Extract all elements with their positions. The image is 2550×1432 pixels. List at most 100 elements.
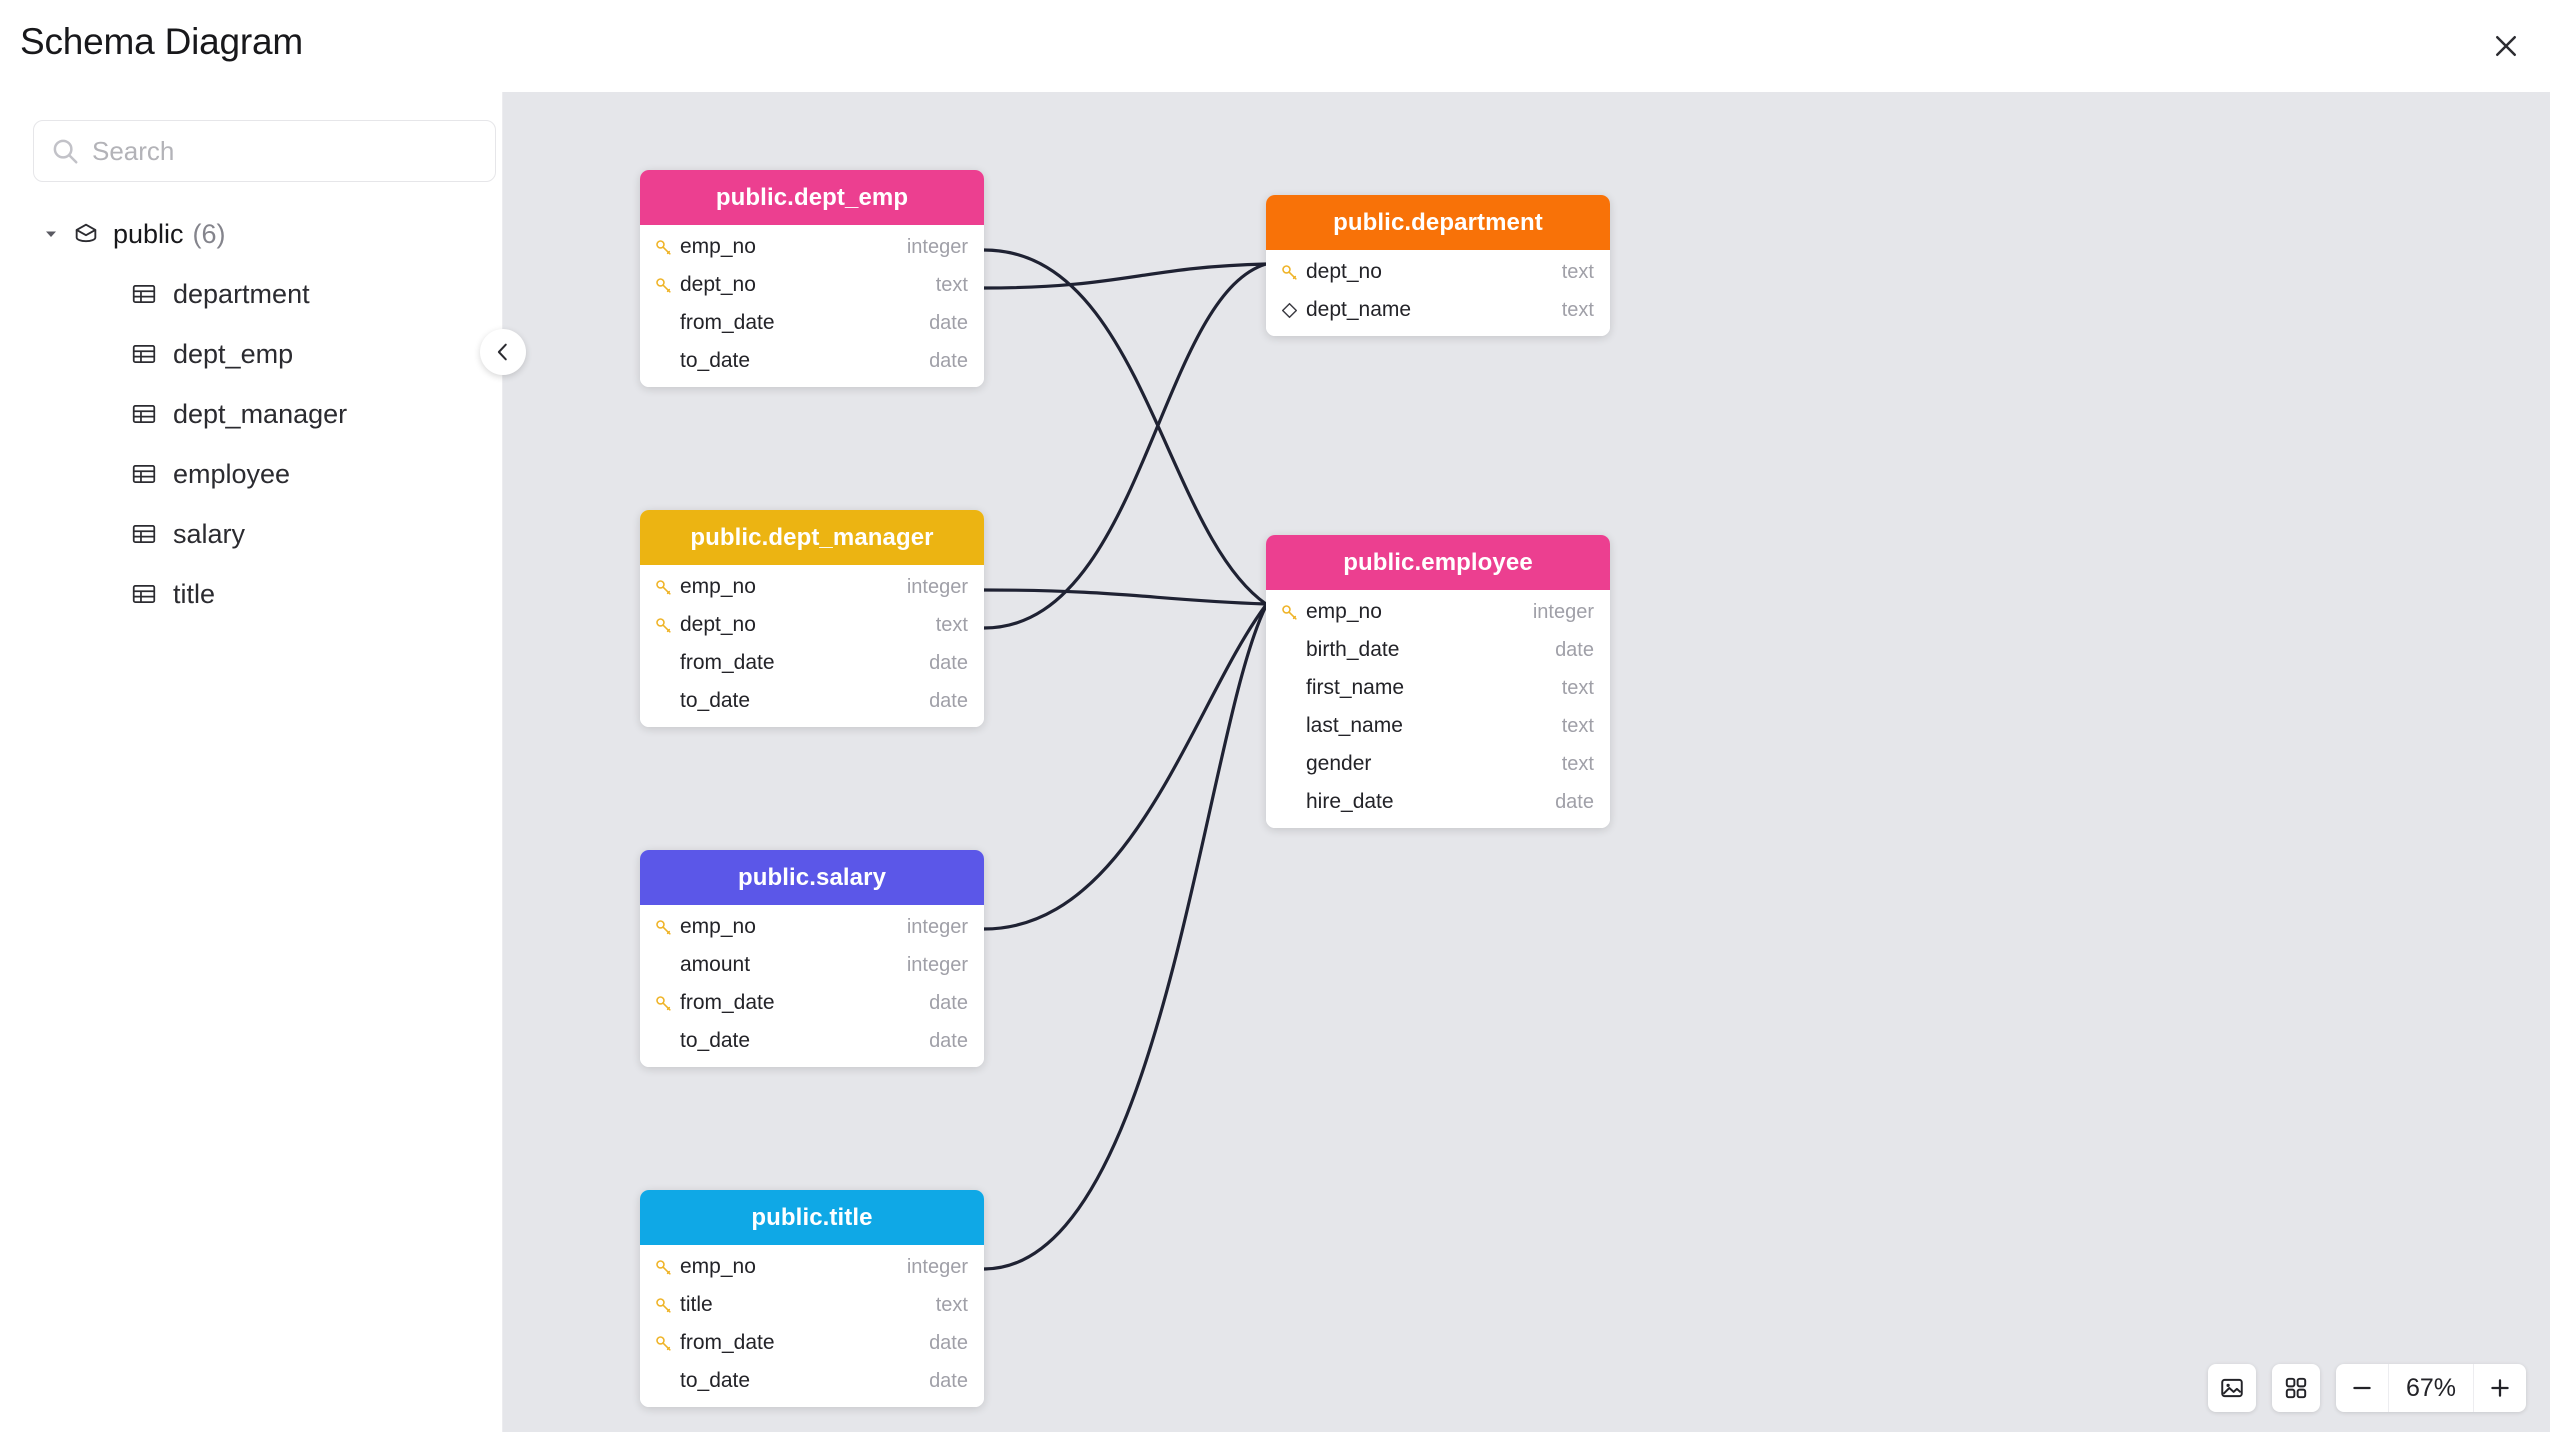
table-node-header[interactable]: public.dept_manager [640, 510, 984, 565]
column-marker [1280, 263, 1306, 282]
tree-item-title[interactable]: title [0, 564, 503, 624]
table-icon [132, 344, 156, 364]
column-row[interactable]: birth_date date [1266, 631, 1610, 669]
column-type: text [1561, 298, 1594, 321]
close-button[interactable] [2482, 22, 2530, 70]
column-type: integer [906, 235, 968, 258]
edge-dept_emp-employee [983, 248, 1267, 606]
table-node-header[interactable]: public.dept_emp [640, 170, 984, 225]
primary-key-icon [656, 1297, 671, 1313]
primary-key-icon [656, 617, 671, 633]
sidebar: public (6) department dept_emp dept_manage… [0, 92, 526, 1432]
caret-down-icon[interactable] [40, 223, 62, 245]
column-type: integer [906, 915, 968, 938]
column-type: date [1555, 638, 1594, 661]
column-marker [1280, 603, 1306, 622]
tree-item-dept_emp[interactable]: dept_emp [0, 324, 503, 384]
column-type: integer [906, 953, 968, 976]
sidebar-collapse-button[interactable] [480, 329, 526, 375]
tree-item-employee[interactable]: employee [0, 444, 503, 504]
column-row[interactable]: dept_name text [1266, 291, 1610, 329]
grid-icon [2285, 1377, 2307, 1399]
zoom-level-label[interactable]: 67% [2388, 1364, 2474, 1412]
column-name: last_name [1306, 714, 1403, 737]
column-name: dept_name [1306, 298, 1412, 321]
column-marker [654, 616, 680, 635]
canvas-toolbar: 67% [2208, 1364, 2526, 1412]
tree-item-label: department [173, 278, 310, 309]
primary-key-icon [656, 277, 671, 293]
column-name: amount [680, 953, 751, 976]
column-type: date [929, 1029, 968, 1052]
search-container [33, 120, 496, 182]
auto-layout-button[interactable] [2272, 1364, 2320, 1412]
column-name: to_date [680, 689, 751, 712]
table-node-header[interactable]: public.title [640, 1190, 984, 1245]
tree-item-label: title [173, 578, 216, 609]
minus-icon [2353, 1386, 2371, 1390]
chevron-left-icon [497, 343, 507, 361]
edge-dept_manager-employee [983, 588, 1267, 606]
tree-item-public[interactable]: public (6) [0, 204, 503, 264]
primary-key-icon [656, 579, 671, 595]
primary-key-icon [656, 1335, 671, 1351]
zoom-out-button[interactable] [2336, 1364, 2388, 1412]
tree-item-salary[interactable]: salary [0, 504, 503, 564]
table-node-header[interactable]: public.department [1266, 195, 1610, 250]
table-node-header[interactable]: public.salary [640, 850, 984, 905]
column-marker [654, 238, 680, 257]
zoom-in-button[interactable] [2474, 1364, 2526, 1412]
column-type: text [935, 273, 968, 296]
column-type: date [929, 1331, 968, 1354]
tree-item-department[interactable]: department [0, 264, 503, 324]
tree-item-count: (6) [192, 218, 226, 249]
primary-key-icon [656, 995, 671, 1011]
tree-item-dept_manager[interactable]: dept_manager [0, 384, 503, 444]
table-icon [132, 404, 156, 424]
tree-item-label: dept_manager [173, 398, 348, 429]
primary-key-icon [656, 919, 671, 935]
primary-key-icon [1282, 264, 1297, 280]
search-input[interactable] [92, 121, 479, 181]
column-type: date [929, 349, 968, 372]
column-type: date [929, 1369, 968, 1392]
column-row[interactable]: amount integer [640, 946, 984, 984]
column-type: date [929, 991, 968, 1014]
tree-item-label: dept_emp [173, 338, 294, 369]
table-node-header[interactable]: public.employee [1266, 535, 1610, 590]
export-image-button[interactable] [2208, 1364, 2256, 1412]
column-name: birth_date [1306, 638, 1400, 661]
search-box[interactable] [33, 120, 496, 182]
primary-key-icon [1282, 604, 1297, 620]
